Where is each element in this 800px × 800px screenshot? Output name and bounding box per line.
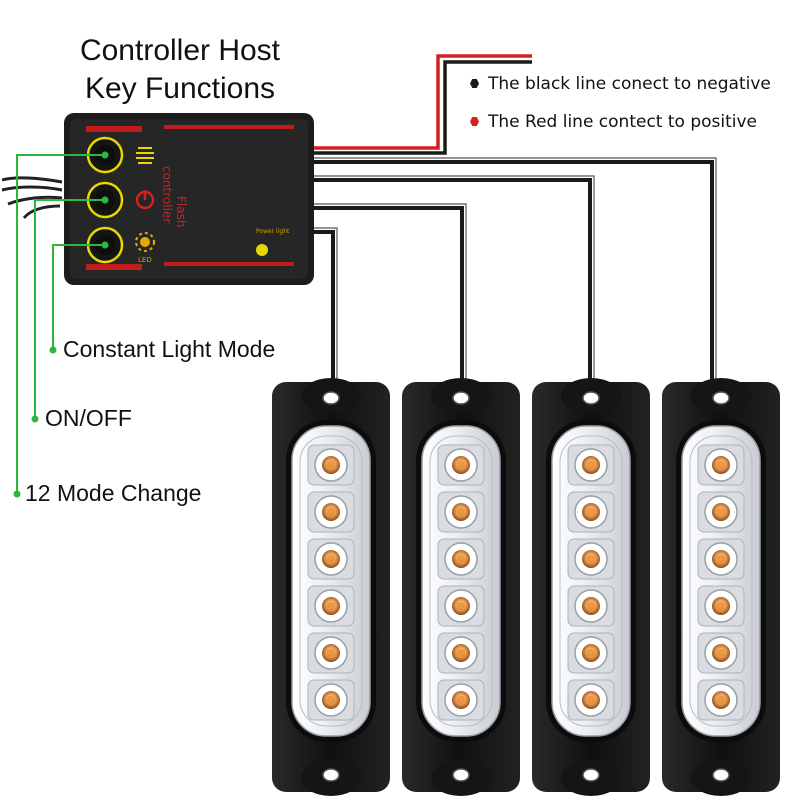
- led-label: LED: [138, 256, 152, 264]
- mount-hole-icon: [322, 768, 340, 782]
- mount-hole-icon: [452, 391, 470, 405]
- light-bar-4: [662, 378, 780, 796]
- black-dot-icon: [470, 79, 479, 88]
- mount-hole-icon: [582, 768, 600, 782]
- power-indicator-light: [256, 244, 268, 256]
- wire-bar-3: [305, 178, 592, 388]
- wire-bar-1: [305, 230, 335, 388]
- light-bar-3: [532, 378, 650, 796]
- power-light-label: Power light: [256, 228, 290, 235]
- wave-icon: [136, 147, 154, 164]
- legend-black-line: The black line conect to negative: [470, 74, 771, 94]
- callout-on-off: ON/OFF: [45, 405, 132, 431]
- callout-dot-constant: [49, 346, 57, 354]
- light-bar-1: [272, 378, 390, 796]
- wire-bar-2: [305, 206, 464, 388]
- light-bars: [272, 378, 780, 796]
- callout-mode-change: 12 Mode Change: [25, 480, 202, 506]
- wire-bar-4: [305, 160, 714, 388]
- mount-hole-icon: [712, 768, 730, 782]
- bar-wires: [305, 160, 714, 388]
- coiled-cord: [1, 176, 63, 219]
- power-icon: [135, 190, 155, 210]
- mount-hole-icon: [322, 391, 340, 405]
- power-wires: [305, 54, 532, 155]
- legend-red-text: The Red line contect to positive: [488, 112, 758, 132]
- controller-label-line-2: controller: [160, 166, 174, 224]
- legend-black-text: The black line conect to negative: [488, 74, 771, 94]
- hazard-stripes: [86, 126, 142, 270]
- legend-red-line: The Red line contect to positive: [470, 112, 757, 132]
- callout-dot-onoff: [31, 415, 39, 423]
- red-wire: [305, 54, 532, 150]
- callout-leaders: [16, 154, 105, 494]
- red-dot-icon: [470, 117, 479, 126]
- mount-hole-icon: [712, 391, 730, 405]
- sun-icon: [135, 232, 155, 252]
- controller-label-line-1: Flash: [174, 196, 188, 228]
- title-line-2: Key Functions: [84, 72, 276, 105]
- callout-constant-light: Constant Light Mode: [63, 336, 276, 362]
- mount-hole-icon: [582, 391, 600, 405]
- light-bar-2: [402, 378, 520, 796]
- title-line-1: Controller Host: [79, 34, 281, 67]
- callout-dot-mode: [13, 490, 21, 498]
- controller-box: [64, 113, 314, 285]
- black-wire: [305, 60, 532, 155]
- mount-hole-icon: [452, 768, 470, 782]
